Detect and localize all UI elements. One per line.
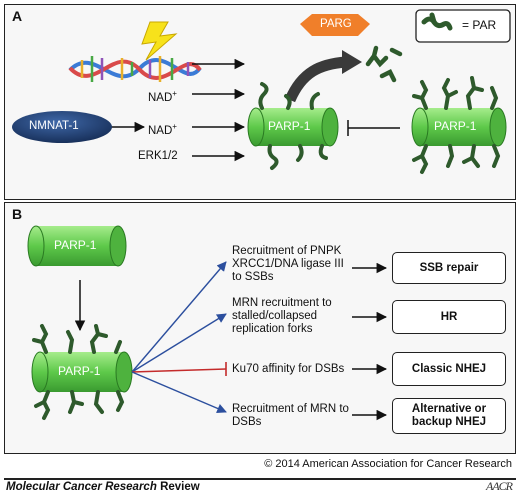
pathway-text-2: MRN recruitment to stalled/collapsed rep… — [232, 297, 332, 335]
fan-arrow-1 — [131, 261, 227, 373]
nmnat-1-node — [12, 111, 112, 143]
parp-right-node — [411, 76, 507, 174]
par-chain-icon — [421, 16, 453, 31]
outcome-box-3: Classic NHEJ — [392, 352, 506, 386]
panel-a-label: A — [12, 8, 23, 24]
fan-arrow-2 — [131, 313, 227, 373]
fan-inhibit-3 — [131, 368, 227, 373]
dna-damage-icon — [68, 21, 202, 82]
outcome-box-4: Alternative or backup NHEJ — [392, 398, 506, 434]
pathway-text-1: Recruitment of PNPK XRCC1/DNA ligase III… — [232, 245, 344, 283]
panel-b-label: B — [12, 206, 23, 222]
parp-bottom-label: PARP-1 — [58, 364, 101, 378]
pathway-text-3: Ku70 affinity for DSBs — [232, 363, 345, 375]
journal-name: Molecular Cancer Research Review — [6, 481, 200, 493]
nad-label-1: NAD+ — [148, 89, 177, 104]
free-par-chains — [365, 45, 403, 83]
parp-center-label: PARP-1 — [268, 119, 311, 133]
nmnat-label: NMNAT-1 — [29, 120, 79, 132]
legend-text: = PAR — [462, 18, 497, 32]
footer-divider — [4, 478, 516, 480]
copyright-notice: © 2014 American Association for Cancer R… — [264, 458, 512, 470]
aacr-logo: AACR — [486, 479, 513, 493]
par-legend — [415, 9, 511, 43]
outcome-box-2: HR — [392, 300, 506, 334]
lightning-icon — [141, 21, 178, 61]
pathway-text-4: Recruitment of MRN to DSBs — [232, 403, 349, 428]
erk-label: ERK1/2 — [138, 150, 178, 162]
parp-top-label: PARP-1 — [54, 238, 97, 252]
parg-label: PARG — [320, 18, 352, 30]
parp-center-node — [247, 82, 339, 170]
parp-right-label: PARP-1 — [434, 119, 477, 133]
parg-node — [300, 14, 370, 36]
parg-cleave-arrow — [284, 56, 347, 103]
nad-label-2: NAD+ — [148, 122, 177, 137]
fan-arrow-4 — [131, 371, 227, 414]
outcome-box-1: SSB repair — [392, 252, 506, 284]
parp-top-node — [27, 225, 127, 267]
